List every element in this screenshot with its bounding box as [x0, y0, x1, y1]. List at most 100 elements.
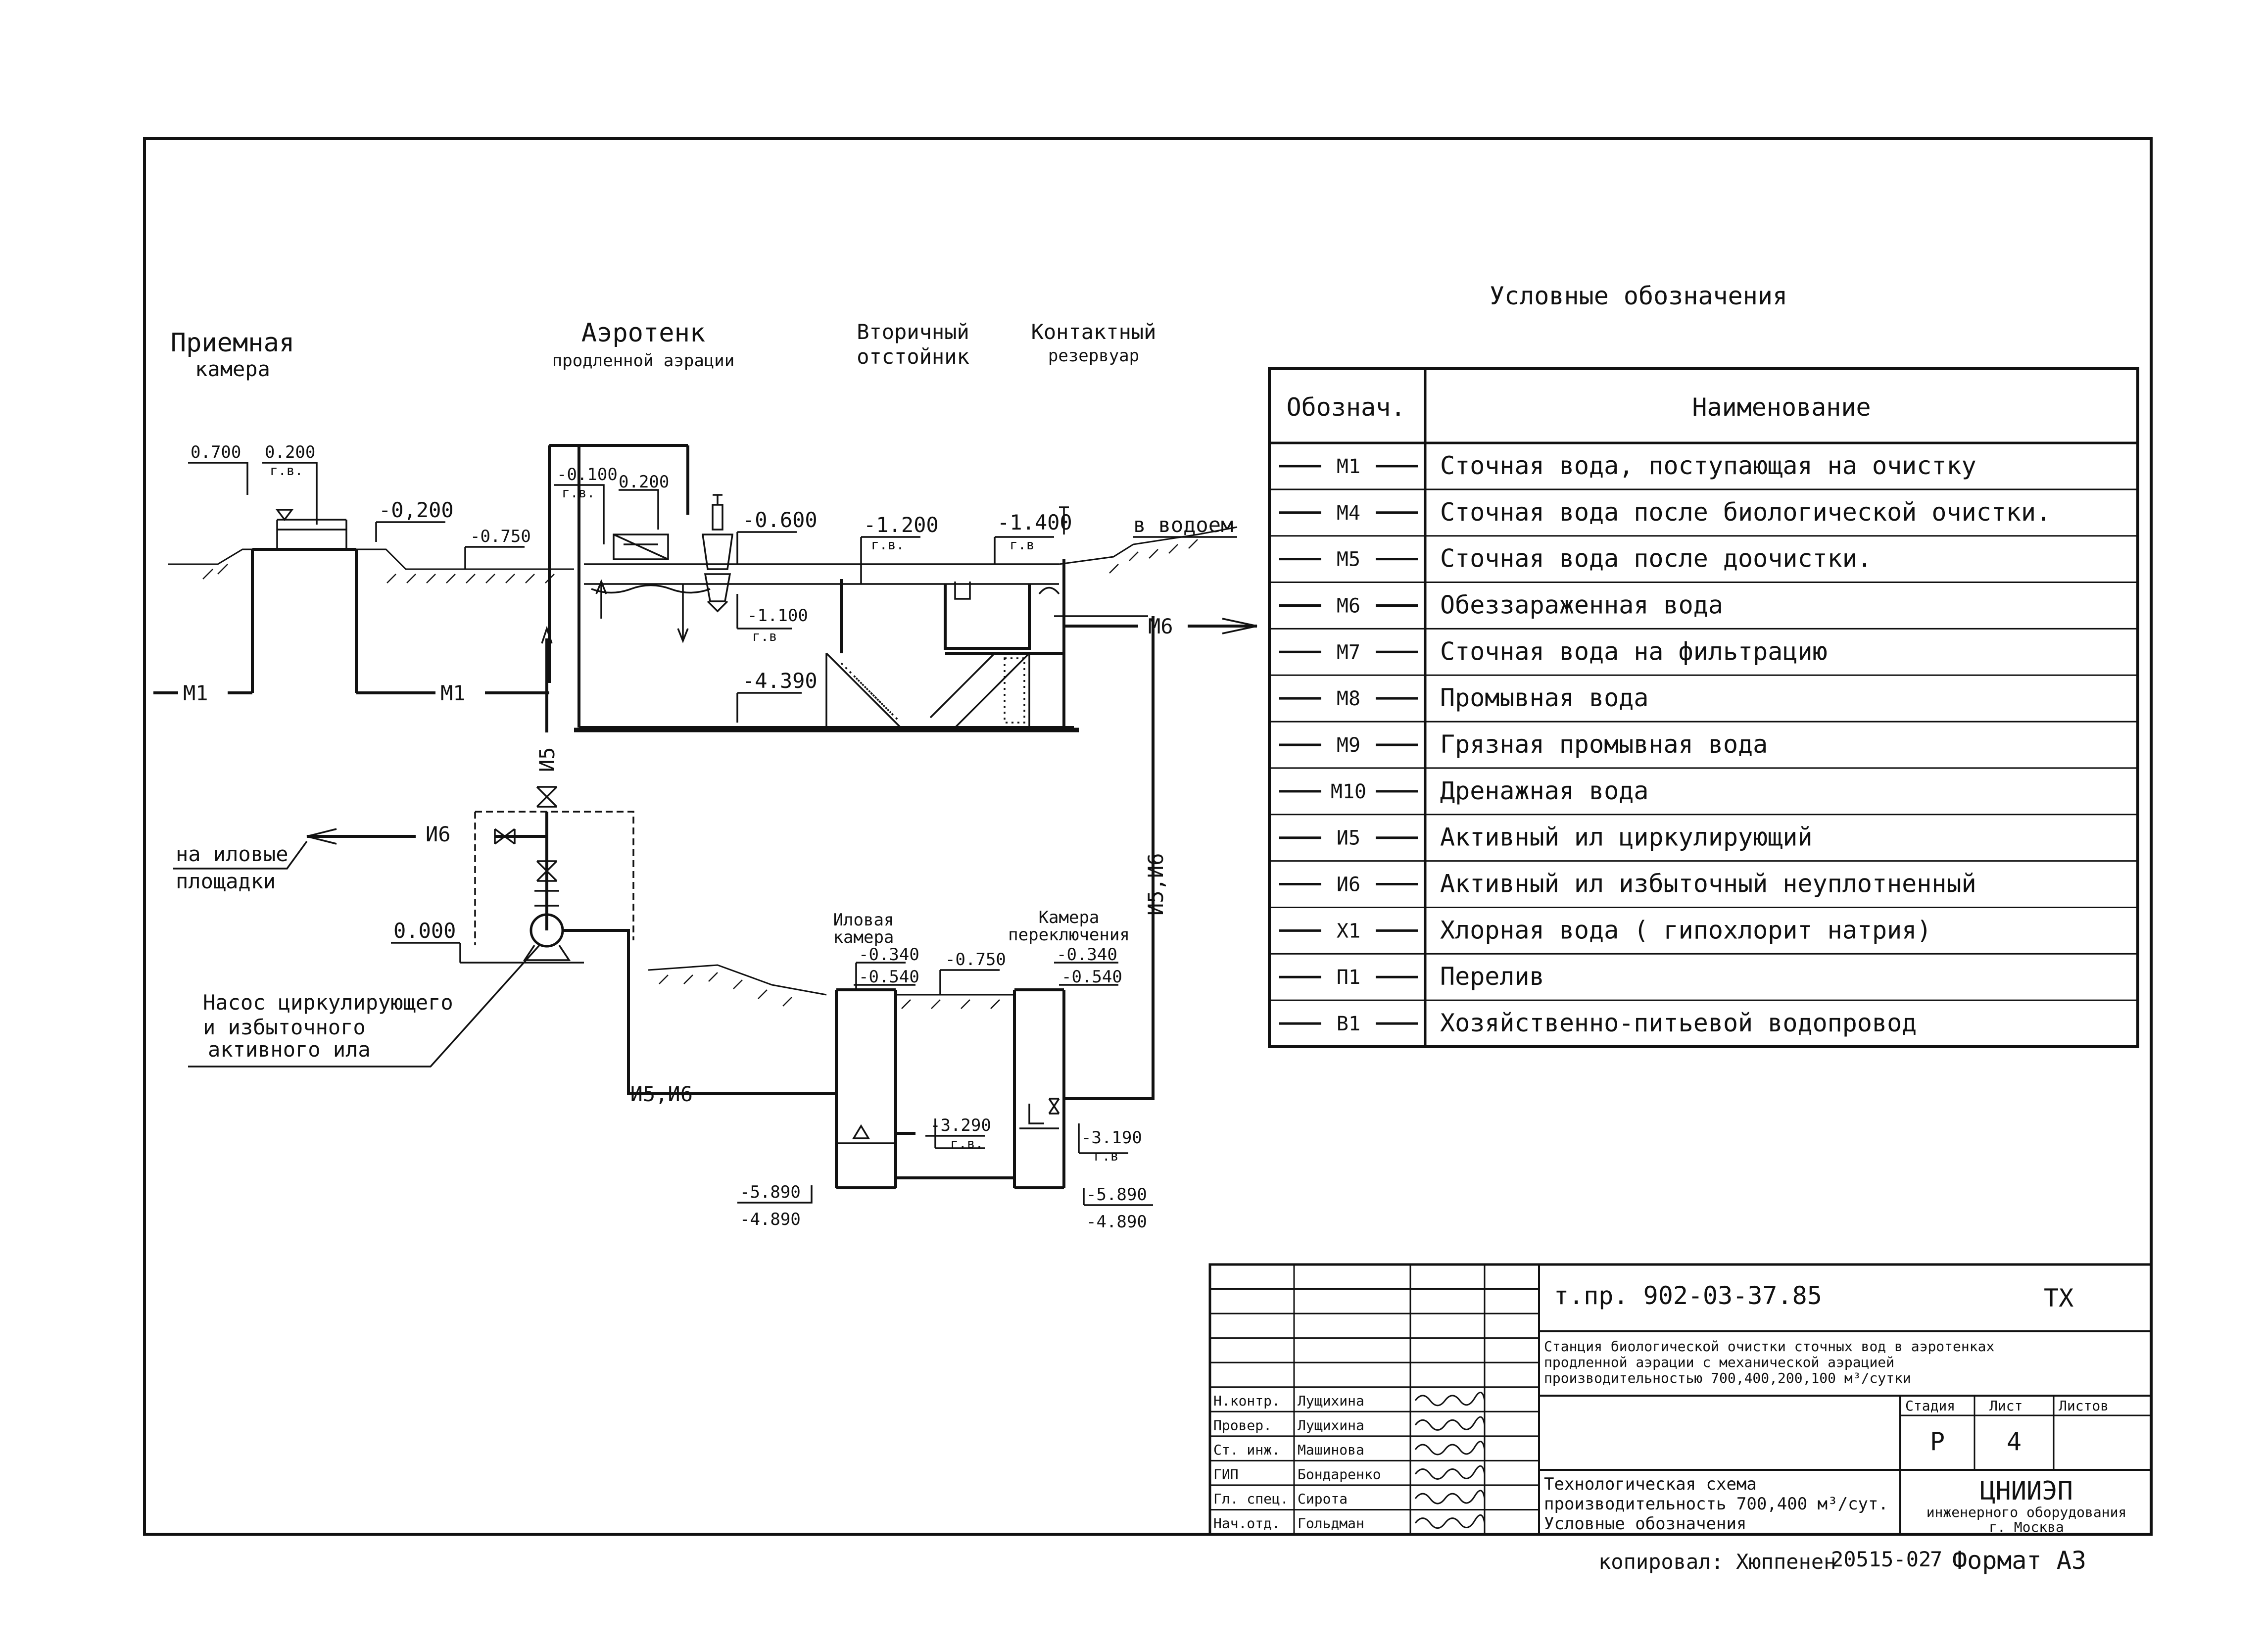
elevation-m0200: -0,200: [375, 498, 454, 542]
footer-format: Формат А3: [1952, 1546, 2086, 1575]
pipe-between-chambers: [896, 1132, 1014, 1179]
legend-code: М6: [1337, 594, 1360, 617]
svg-text:Приемная: Приемная: [171, 328, 294, 358]
svg-text:И5,И6: И5,И6: [1144, 853, 1168, 916]
elevation-m3290: -3.290 г.в.: [925, 1116, 991, 1152]
valve-pump-discharge[interactable]: [534, 860, 559, 907]
mechanical-aerator: [701, 494, 734, 613]
footer-format-num: 7: [1930, 1547, 1942, 1571]
tb-sheet: 4: [2007, 1427, 2022, 1456]
svg-text:-3.290: -3.290: [930, 1116, 991, 1135]
svg-text:активного ила: активного ила: [208, 1037, 371, 1062]
tb-sheets-header: Листов: [2059, 1398, 2109, 1414]
elevation-m0540b: -0.540: [1059, 967, 1122, 987]
legend-name: Хлорная вода ( гипохлорит натрия): [1440, 916, 1931, 944]
footer-number: 20515-02: [1831, 1547, 1931, 1571]
elevation-m3190: -3.190 г.в: [1078, 1123, 1142, 1164]
tb-role: Провер.: [1213, 1417, 1272, 1433]
signature-mark: [1414, 1490, 1486, 1505]
svg-text:площадки: площадки: [176, 869, 276, 893]
legend-name: Промывная вода: [1440, 683, 1648, 712]
ground-line-upper: [168, 526, 1238, 583]
svg-text:камера: камера: [833, 927, 894, 947]
sludge-line-i6: И6: [306, 822, 547, 846]
legend-row: М1 Сточная вода, поступающая на очистку: [1279, 451, 1976, 480]
svg-text:-0.340: -0.340: [1057, 945, 1117, 965]
elevation-m1400: -1.400 г.в: [994, 506, 1072, 564]
legend-name: Активный ил избыточный неуплотненный: [1440, 870, 1976, 898]
elevation-0200: 0.200 г.в.: [262, 442, 318, 525]
elevation-m0340b: -0.340: [1054, 945, 1118, 965]
elevation-m0100: -0.100 г.в.: [554, 465, 618, 544]
valve-i6[interactable]: [494, 828, 516, 845]
svg-text:г.в: г.в: [1010, 536, 1035, 553]
svg-text:-4.890: -4.890: [740, 1210, 801, 1229]
tb-role: ГИП: [1213, 1466, 1239, 1483]
ground-line-lower: [648, 964, 1014, 1009]
elevation-0200b: 0.200: [619, 472, 669, 530]
elevation-0000: 0.000: [391, 919, 584, 964]
svg-text:-1.400: -1.400: [997, 510, 1072, 534]
svg-text:и избыточного: и избыточного: [203, 1015, 366, 1039]
tb-role: Нач.отд.: [1213, 1515, 1280, 1532]
svg-text:Камера: Камера: [1039, 908, 1100, 927]
tb-sheet-title-2: производительность 700,400 м³/сут.: [1544, 1494, 1888, 1514]
svg-text:Насос циркулирующего: Насос циркулирующего: [203, 990, 453, 1015]
tb-stage: Р: [1930, 1427, 1945, 1456]
tb-person: Бондаренко: [1298, 1466, 1381, 1483]
pipe-m1-mid: М1: [356, 681, 549, 705]
svg-text:-0.750: -0.750: [945, 950, 1006, 970]
elevation-m4390: -4.390: [736, 669, 818, 723]
tb-org-1: ЦНИИЭП: [1980, 1476, 2073, 1506]
svg-text:0.200: 0.200: [619, 472, 669, 492]
pipe-i5-vertical: И5: [535, 626, 559, 930]
tb-role: Гл. спец.: [1213, 1491, 1289, 1507]
legend-code: П1: [1337, 966, 1360, 989]
tb-role: Н.контр.: [1213, 1393, 1280, 1409]
svg-text:-0,200: -0,200: [379, 498, 454, 522]
signature-mark: [1414, 1392, 1486, 1407]
tb-sheet-title-3: Условные обозначения: [1544, 1514, 1746, 1534]
legend-code: М1: [1337, 455, 1360, 478]
to-water-body-label: в водоем: [1133, 513, 1237, 538]
svg-text:-1.200: -1.200: [864, 513, 939, 537]
valve-i5-upper[interactable]: [536, 786, 558, 808]
legend-header-name: Наименование: [1692, 393, 1871, 422]
svg-text:-4.890: -4.890: [1086, 1212, 1147, 1232]
switch-chamber-label: Камера переключения: [1008, 908, 1130, 945]
svg-text:-0.540: -0.540: [859, 967, 919, 987]
svg-text:-5.890: -5.890: [1086, 1185, 1147, 1205]
sludge-chamber: И5,И6: [630, 988, 897, 1189]
svg-text:М1: М1: [440, 681, 466, 705]
legend-name: Активный ил циркулирующий: [1440, 823, 1813, 852]
legend-code: М9: [1337, 734, 1360, 757]
svg-text:И5,И6: И5,И6: [630, 1082, 693, 1106]
legend-name: Сточная вода, поступающая на очистку: [1440, 451, 1976, 480]
elevation-m1200: -1.200 г.в.: [860, 513, 939, 584]
svg-text:продленной аэрации: продленной аэрации: [552, 351, 734, 371]
footer-copied: копировал: Хюппенен: [1598, 1550, 1836, 1574]
circulating-pump-icon[interactable]: [523, 913, 698, 1095]
svg-text:0.200: 0.200: [265, 442, 315, 462]
secondary-settler: [825, 584, 1031, 729]
signature-mark: [1414, 1441, 1486, 1456]
svg-text:на иловые: на иловые: [176, 842, 289, 866]
legend-name: Хозяйственно-питьевой водопровод: [1440, 1009, 1917, 1037]
legend-code: М5: [1337, 548, 1360, 571]
elevation-m0600: -0.600: [736, 508, 818, 564]
legend-code: И6: [1337, 874, 1360, 896]
svg-text:-0.100: -0.100: [557, 465, 618, 485]
pump-bypass-frame: [474, 811, 634, 945]
tb-project-title-3: производительностью 700,400,200,100 м³/с…: [1544, 1370, 1911, 1386]
sheet-frame: [143, 137, 2153, 1536]
legend-name: Сточная вода после биологической очистки…: [1440, 498, 2051, 527]
svg-text:М1: М1: [183, 681, 208, 705]
